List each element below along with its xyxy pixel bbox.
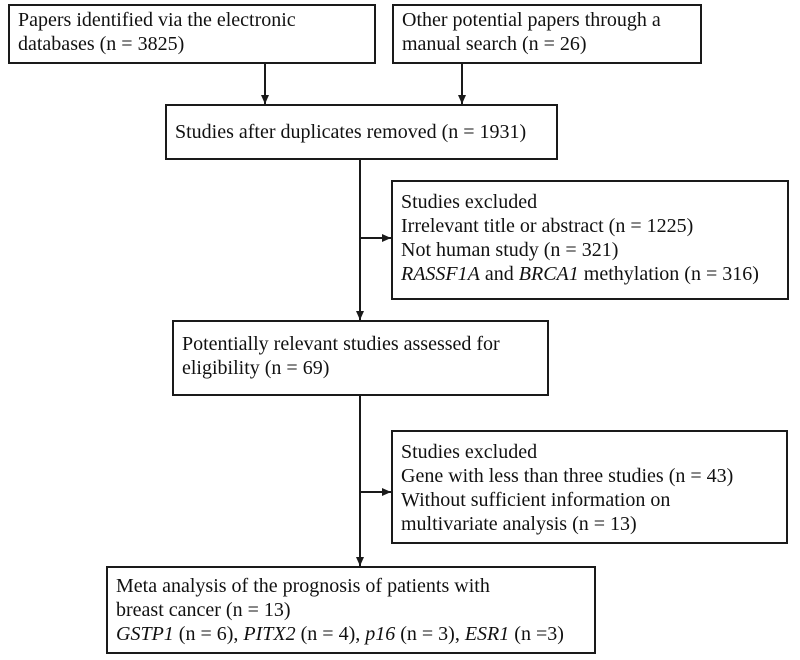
gene-pitx2: PITX2 — [243, 623, 296, 645]
excluded-2-title: Studies excluded — [401, 441, 538, 463]
gene-esr1: ESR1 — [464, 623, 510, 645]
eligibility-line-1: Potentially relevant studies assessed fo… — [182, 333, 500, 355]
gene-p16-count: (n = 3), — [395, 623, 465, 645]
gene-brca1: BRCA1 — [518, 263, 579, 285]
meta-analysis-genes: GSTP1 (n = 6), PITX2 (n = 4), p16 (n = 3… — [116, 622, 586, 646]
identified-db-box: Papers identified via the electronic dat… — [8, 4, 376, 64]
excluded-1-reason-2: Not human study (n = 321) — [401, 239, 619, 261]
gene-pitx2-count: (n = 4), — [295, 623, 366, 645]
meta-analysis-line-2: breast cancer (n = 13) — [116, 599, 291, 621]
gene-gstp1: GSTP1 — [116, 623, 174, 645]
excluded-1-box: Studies excluded Irrelevant title or abs… — [391, 180, 789, 300]
manual-search-line-1: Other potential papers through a — [402, 9, 661, 31]
meta-analysis-box: Meta analysis of the prognosis of patien… — [106, 566, 596, 654]
after-duplicates-box: Studies after duplicates removed (n = 19… — [165, 104, 558, 160]
excluded-2-box: Studies excluded Gene with less than thr… — [391, 430, 788, 544]
meta-analysis-line-1: Meta analysis of the prognosis of patien… — [116, 575, 490, 597]
gene-gstp1-count: (n = 6), — [173, 623, 244, 645]
gene-rassf1a: RASSF1A — [401, 263, 480, 285]
eligibility-box: Potentially relevant studies assessed fo… — [172, 320, 549, 396]
excluded-1-reason-3-and: and — [479, 263, 519, 285]
eligibility-line-2: eligibility (n = 69) — [182, 357, 330, 379]
manual-search-line-2: manual search (n = 26) — [402, 33, 587, 55]
excluded-1-reason-1: Irrelevant title or abstract (n = 1225) — [401, 215, 694, 237]
gene-p16: p16 — [365, 623, 396, 645]
excluded-2-reason-1: Gene with less than three studies (n = 4… — [401, 465, 734, 487]
excluded-1-title: Studies excluded — [401, 191, 538, 213]
excluded-1-reason-3-rest: methylation (n = 316) — [578, 263, 759, 285]
after-duplicates-text: Studies after duplicates removed (n = 19… — [175, 121, 527, 143]
manual-search-box: Other potential papers through a manual … — [392, 4, 702, 64]
gene-esr1-count: (n =3) — [509, 623, 564, 645]
excluded-1-reason-3: RASSF1A and BRCA1 methylation (n = 316) — [401, 262, 779, 286]
identified-db-line-2: databases (n = 3825) — [18, 33, 185, 55]
identified-db-line-1: Papers identified via the electronic — [18, 9, 296, 31]
excluded-2-reason-2b: multivariate analysis (n = 13) — [401, 513, 637, 535]
excluded-2-reason-2a: Without sufficient information on — [401, 489, 671, 511]
